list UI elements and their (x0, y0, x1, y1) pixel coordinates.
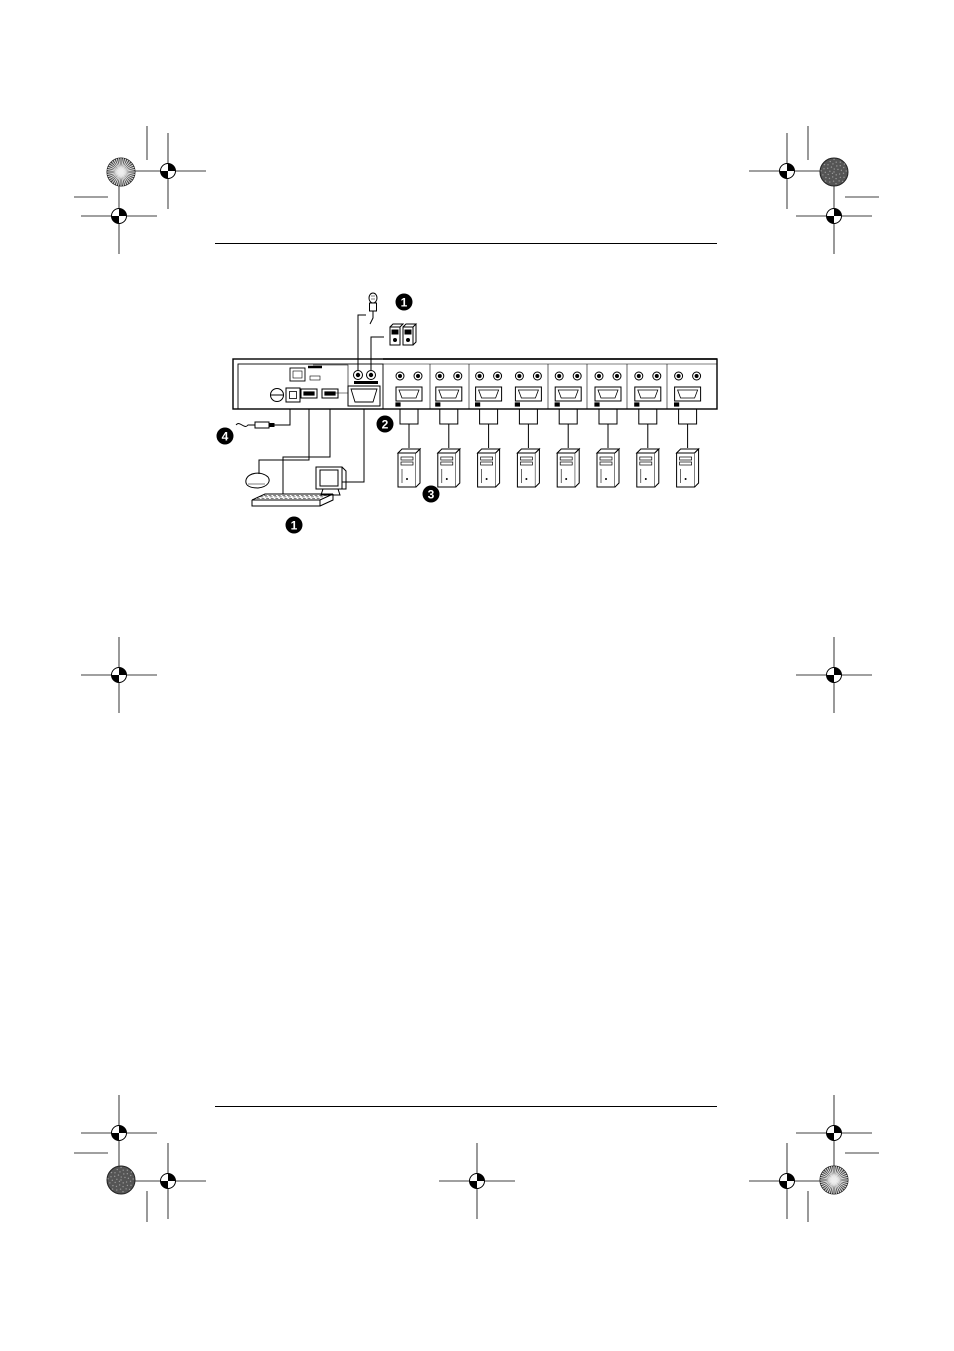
callout-keyboard: 1 (286, 517, 303, 534)
registration-mark-icon (439, 1143, 515, 1219)
registration-mark-icon (130, 1143, 206, 1219)
registration-mark-icon (796, 178, 872, 254)
registration-mark-icon (81, 178, 157, 254)
computer-tower-icon (517, 449, 539, 487)
computer-tower-icon (637, 449, 659, 487)
computer-port (515, 372, 541, 406)
computer-tower-icon (478, 449, 500, 487)
microphone-icon (369, 293, 377, 324)
audio-cables (358, 315, 384, 370)
kvm-cable (440, 409, 458, 448)
registration-mark-icon (81, 1095, 157, 1171)
computer-port (555, 372, 581, 406)
computer-towers (398, 409, 699, 487)
kvm-switch-rear-panel (233, 359, 717, 409)
computer-tower-icon (398, 449, 420, 487)
computer-port (396, 372, 422, 406)
registration-mark-icon (749, 1143, 825, 1219)
mouse-icon (246, 409, 309, 488)
computer-port (476, 372, 502, 406)
computer-tower-icon (677, 449, 699, 487)
kvm-cable (639, 409, 657, 448)
callout-audio-number: 1 (401, 296, 408, 310)
registration-mark-icon (796, 637, 872, 713)
color-wheel-icon (820, 158, 848, 186)
power-adapter-icon (236, 409, 290, 428)
callout-kvm-cables-number: 2 (382, 418, 389, 432)
color-wheel-icon (107, 1166, 135, 1194)
computer-tower-icon (557, 449, 579, 487)
registration-mark-icon (749, 133, 825, 209)
callout-computers: 3 (423, 486, 440, 503)
kvm-cable (400, 409, 418, 448)
callout-power-number: 4 (222, 430, 229, 444)
kvm-cable (559, 409, 577, 448)
callout-audio: 1 (396, 294, 413, 311)
callout-kvm-cables: 2 (377, 416, 394, 433)
registration-mark-icon (796, 1095, 872, 1171)
callout-computers-number: 3 (428, 488, 435, 502)
monitor-icon (316, 409, 364, 495)
print-marks (74, 126, 879, 1222)
computer-tower-icon (438, 449, 460, 487)
registration-mark-icon (81, 637, 157, 713)
callout-keyboard-number: 1 (291, 519, 298, 533)
kvm-cable (519, 409, 537, 448)
computer-tower-icon (597, 449, 619, 487)
kvm-cable (679, 409, 697, 448)
kvm-cable (599, 409, 617, 448)
computer-port (436, 372, 462, 406)
speakers-icon (390, 324, 416, 345)
computer-port (635, 372, 661, 406)
computer-port (675, 372, 701, 406)
callout-power: 4 (217, 428, 234, 445)
registration-mark-icon (130, 133, 206, 209)
color-wheel-icon (820, 1166, 848, 1194)
keyboard-icon (252, 409, 333, 506)
computer-port (595, 372, 621, 406)
kvm-cable (480, 409, 498, 448)
color-wheel-icon (107, 158, 135, 186)
console-section (271, 365, 381, 406)
computer-ports (396, 364, 701, 409)
